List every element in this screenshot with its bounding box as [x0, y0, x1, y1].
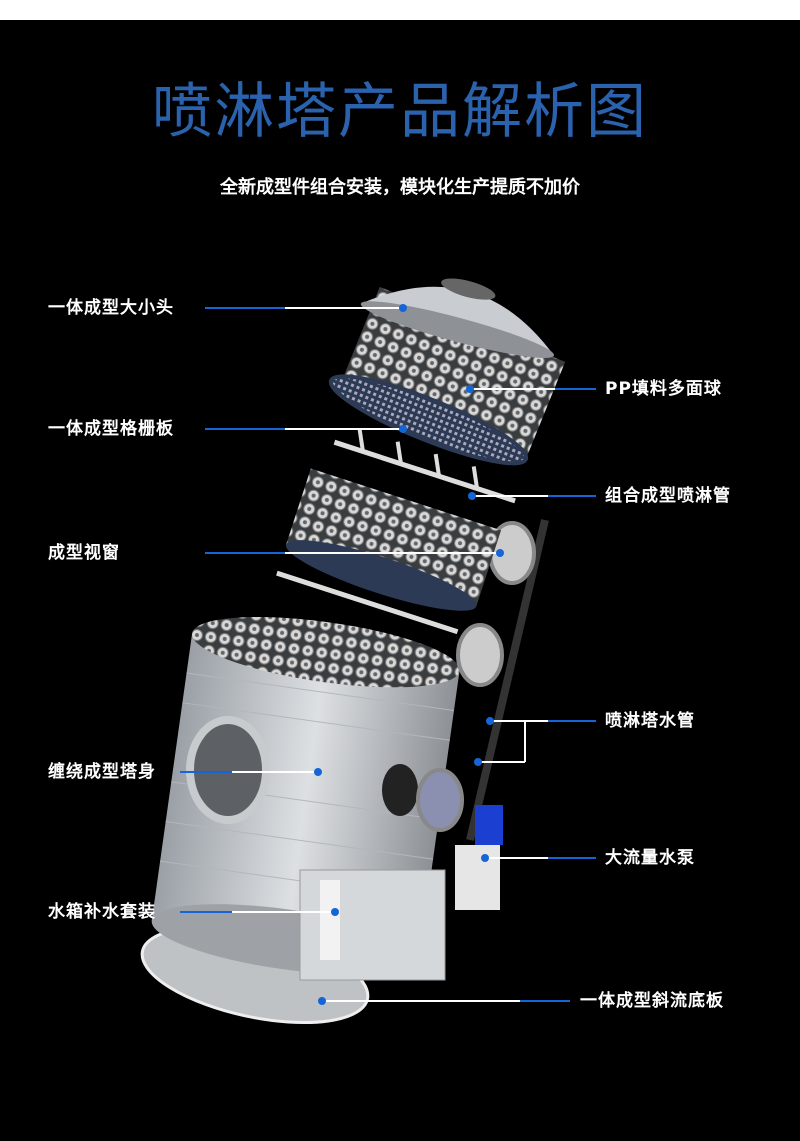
side-port-shape	[382, 764, 418, 816]
page-subtitle: 全新成型件组合安装，模块化生产提质不加价	[220, 177, 580, 198]
tank-valve-shape	[320, 880, 340, 960]
sight-window-shape-2	[456, 623, 504, 687]
spray-pipe-shape	[333, 429, 516, 504]
label-sight-window: 成型视窗	[48, 543, 120, 563]
label-pp-packing: PP填料多面球	[605, 379, 722, 399]
label-water-pump: 大流量水泵	[605, 848, 695, 868]
label-tower-body: 缠绕成型塔身	[48, 762, 156, 782]
callout-lines	[180, 304, 596, 1005]
reducer-head-shape	[360, 278, 555, 359]
lower-packing-shape	[276, 468, 502, 635]
sight-window-shape-3	[416, 768, 464, 832]
grille-plate-shape	[328, 374, 529, 466]
label-spray-pipe: 组合成型喷淋管	[605, 486, 731, 506]
inlet-port-shape	[186, 716, 270, 824]
pump-motor-shape	[475, 805, 503, 845]
label-reducer-head: 一体成型大小头	[48, 298, 174, 318]
label-bottom-plate: 一体成型斜流底板	[580, 991, 724, 1011]
pump-body-shape	[455, 845, 500, 910]
top-white-strip	[0, 0, 800, 20]
label-grille-plate: 一体成型格栅板	[48, 419, 174, 439]
water-pipe-shape	[466, 519, 549, 841]
label-water-pipe: 喷淋塔水管	[605, 711, 695, 731]
label-water-tank-kit: 水箱补水套装	[48, 902, 156, 922]
upper-packing-shape	[342, 286, 566, 455]
page-title: 喷淋塔产品解析图	[152, 77, 648, 147]
